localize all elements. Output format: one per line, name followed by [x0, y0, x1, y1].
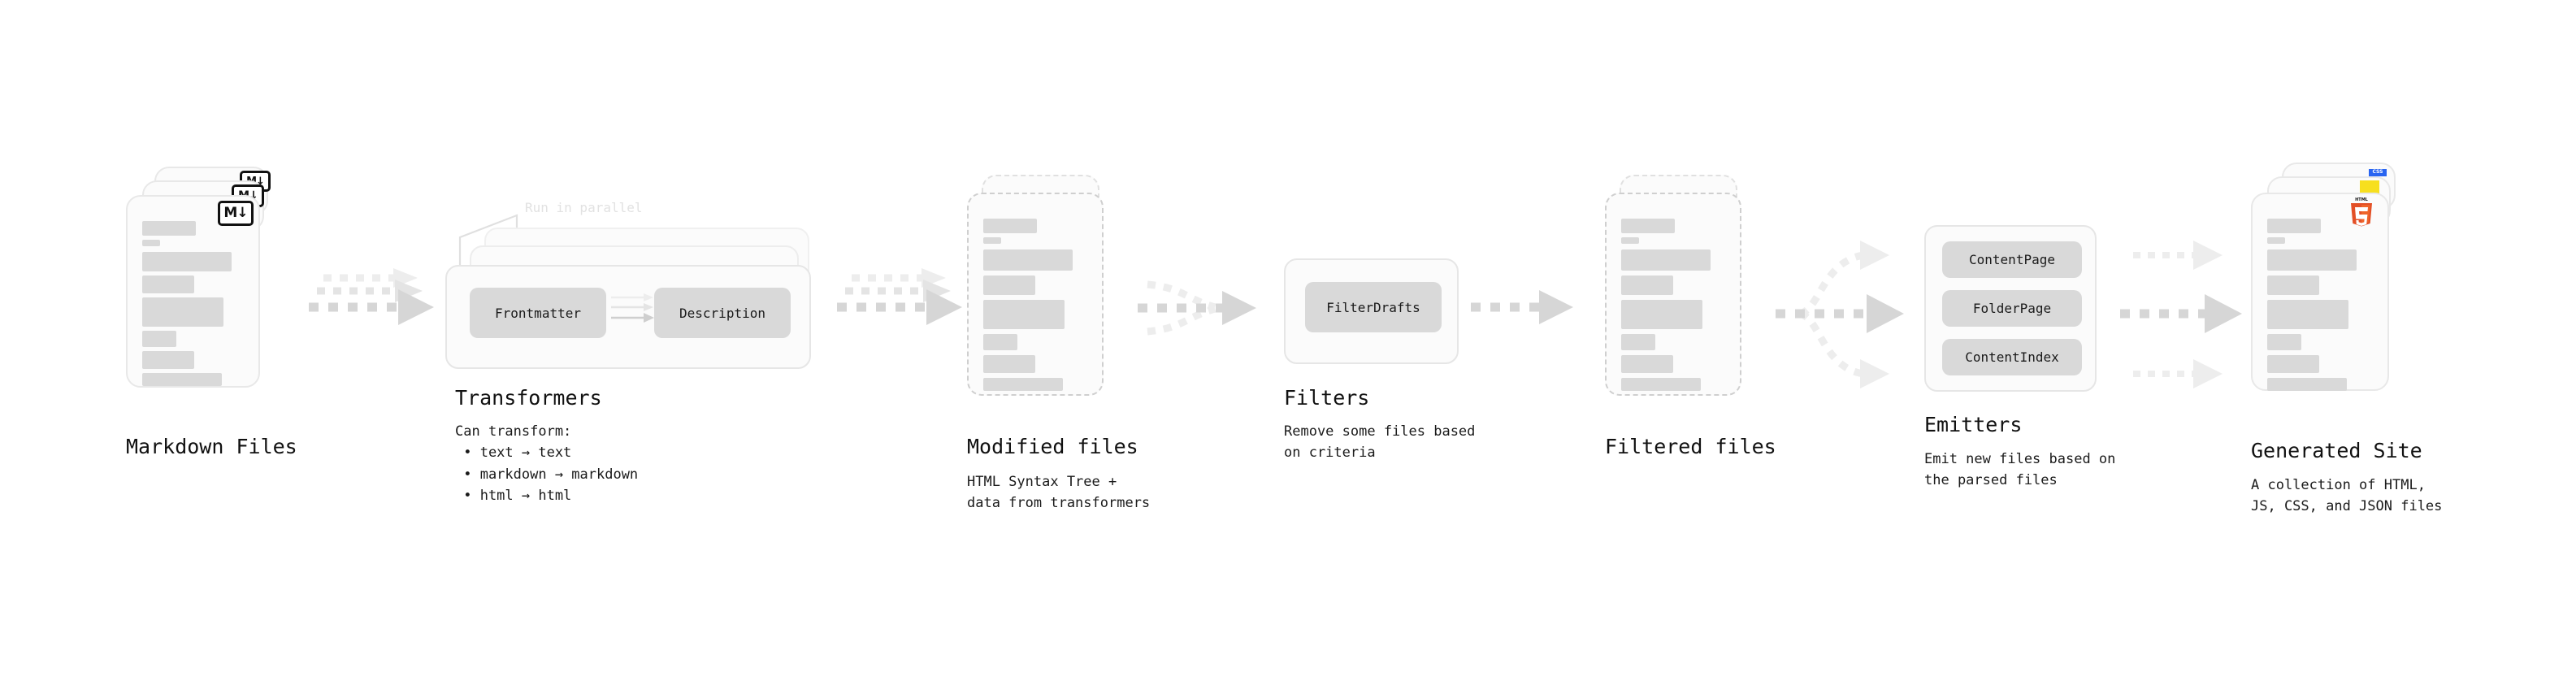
doc-line: [142, 351, 194, 369]
doc-line: [983, 237, 1001, 244]
doc-line: [2267, 378, 2347, 391]
emitters-description: Emit new files based on the parsed files: [1924, 451, 2116, 489]
arrow-markdown-to-transformers: [309, 268, 434, 325]
modified-files-description: HTML Syntax Tree + data from transformer…: [967, 474, 1151, 512]
arrow-transformers-to-modified: [837, 268, 962, 325]
doc-line: [1621, 334, 1655, 350]
js-badge: [2360, 180, 2379, 193]
generated-site-stack: CSS HTML: [2251, 163, 2454, 406]
doc-line: [1621, 249, 1711, 271]
filter-node-filterdrafts[interactable]: FilterDrafts: [1305, 282, 1442, 332]
doc-line: [983, 249, 1073, 271]
doc-line: [2267, 355, 2319, 373]
emitters-title: Emitters: [1924, 413, 2023, 436]
generated-site-title: Generated Site: [2251, 439, 2422, 462]
markdown-badge-front: M↓: [218, 201, 254, 226]
emitter-node-contentindex[interactable]: ContentIndex: [1942, 339, 2082, 375]
doc-line: [2267, 219, 2321, 233]
doc-line: [2267, 237, 2285, 244]
emitter-node-folderpage[interactable]: FolderPage: [1942, 290, 2082, 327]
modified-file-card-front: [967, 193, 1104, 396]
doc-line: [2267, 275, 2319, 295]
transformer-node-description[interactable]: Description: [654, 288, 791, 338]
doc-line: [2267, 249, 2357, 271]
doc-line: [983, 334, 1017, 350]
filters-description: Remove some files based on criteria: [1284, 423, 1476, 462]
generated-site-description: A collection of HTML, JS, CSS, and JSON …: [2251, 477, 2443, 515]
filtered-files-title: Filtered files: [1605, 435, 1776, 458]
doc-line: [1621, 237, 1639, 244]
doc-line: [1621, 378, 1701, 391]
transformers-title: Transformers: [455, 386, 602, 410]
doc-line: [142, 331, 176, 347]
emitters-card: ContentPage FolderPage ContentIndex: [1924, 225, 2097, 392]
arrow-filters-to-filtered: [1471, 290, 1573, 324]
modified-files-title: Modified files: [967, 435, 1138, 458]
filtered-file-card-front: [1605, 193, 1741, 396]
doc-line: [983, 275, 1035, 295]
doc-line: [142, 275, 194, 293]
emitter-node-contentpage[interactable]: ContentPage: [1942, 241, 2082, 278]
transformers-description: Can transform: • text → text • markdown …: [455, 423, 639, 505]
run-in-parallel-label: Run in parallel: [525, 200, 643, 215]
markdown-file-card-front: [126, 195, 260, 388]
doc-line: [2267, 300, 2348, 329]
doc-line: [1621, 275, 1673, 295]
transformers-stack: Frontmatter Description: [445, 228, 827, 374]
markdown-files-title: Markdown Files: [126, 435, 297, 458]
doc-line: [1621, 355, 1673, 373]
filters-card: FilterDrafts: [1284, 258, 1459, 364]
filtered-files-stack: [1605, 175, 1792, 419]
arrow-emitters-to-generated: [2120, 241, 2242, 388]
transformer-card-front: Frontmatter Description: [445, 265, 811, 369]
doc-line: [983, 300, 1065, 329]
modified-files-stack: [967, 175, 1154, 419]
markdown-files-stack: M↓ M↓ M↓: [126, 167, 313, 410]
run-in-parallel-bracket: [458, 214, 518, 268]
doc-line: [142, 240, 160, 246]
arrow-filtered-to-emitters-fan: [1776, 241, 1904, 388]
frontmatter-to-description-arrows: [611, 293, 654, 323]
doc-line: [2267, 334, 2301, 350]
doc-line: [142, 297, 223, 327]
doc-line: [983, 355, 1035, 373]
filters-title: Filters: [1284, 386, 1370, 410]
doc-line: [1621, 219, 1675, 233]
html5-badge: HTML: [2351, 197, 2372, 227]
svg-text:HTML: HTML: [2355, 197, 2369, 202]
doc-line: [142, 252, 232, 271]
doc-line: [142, 221, 196, 236]
doc-line: [1621, 300, 1702, 329]
transformer-node-frontmatter[interactable]: Frontmatter: [470, 288, 606, 338]
doc-line: [983, 378, 1063, 391]
doc-line: [142, 373, 222, 386]
css3-badge: CSS: [2369, 169, 2387, 176]
generated-card-front: [2251, 193, 2389, 391]
arrow-modified-to-filters: [1138, 280, 1256, 336]
doc-line: [983, 219, 1037, 233]
